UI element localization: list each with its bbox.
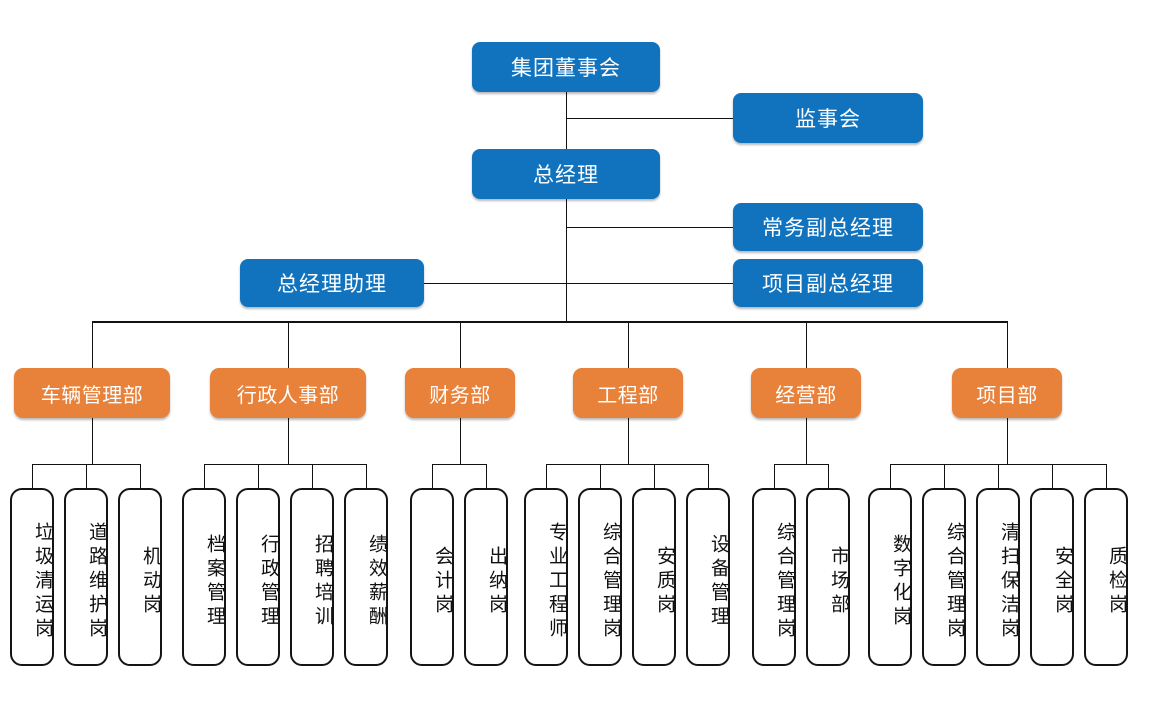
connector-engineering-subbus bbox=[546, 464, 708, 465]
node-position-vehicle-2[interactable]: 机动岗 bbox=[118, 488, 162, 666]
connector-gm-to-assistant bbox=[424, 283, 566, 284]
node-position-operations-1[interactable]: 市场部 bbox=[806, 488, 850, 666]
connector-bus-to-project bbox=[1007, 321, 1008, 368]
connector-project-leaf-3 bbox=[1052, 464, 1053, 488]
connector-bus-to-finance bbox=[460, 321, 461, 368]
node-department-engineering[interactable]: 工程部 bbox=[573, 368, 683, 418]
node-position-operations-0[interactable]: 综合管理岗 bbox=[752, 488, 796, 666]
connector-bus-to-admin-hr bbox=[288, 321, 289, 368]
connector-board-to-gm bbox=[566, 92, 567, 150]
node-department-project[interactable]: 项目部 bbox=[952, 368, 1062, 418]
node-position-admin-hr-2[interactable]: 招聘培训 bbox=[290, 488, 334, 666]
connector-operations-leaf-1 bbox=[828, 464, 829, 488]
connector-finance-down bbox=[460, 418, 461, 464]
connector-project-leaf-1 bbox=[944, 464, 945, 488]
connector-project-leaf-4 bbox=[1106, 464, 1107, 488]
node-board[interactable]: 集团董事会 bbox=[472, 42, 660, 92]
node-position-engineering-0[interactable]: 专业工程师 bbox=[524, 488, 568, 666]
connector-finance-leaf-1 bbox=[486, 464, 487, 488]
connector-gm-down bbox=[566, 199, 567, 321]
connector-project-leaf-2 bbox=[998, 464, 999, 488]
connector-finance-subbus bbox=[432, 464, 486, 465]
node-executive-deputy-manager[interactable]: 常务副总经理 bbox=[733, 203, 923, 251]
node-project-deputy-manager[interactable]: 项目副总经理 bbox=[733, 259, 923, 307]
connector-board-to-supervisory bbox=[566, 118, 733, 119]
node-department-vehicle[interactable]: 车辆管理部 bbox=[14, 368, 170, 418]
node-department-admin-hr[interactable]: 行政人事部 bbox=[210, 368, 366, 418]
node-position-project-4[interactable]: 质检岗 bbox=[1084, 488, 1128, 666]
connector-admin-hr-subbus bbox=[204, 464, 366, 465]
connector-finance-leaf-0 bbox=[432, 464, 433, 488]
node-position-vehicle-1[interactable]: 道路维护岗 bbox=[64, 488, 108, 666]
node-position-project-0[interactable]: 数字化岗 bbox=[868, 488, 912, 666]
connector-admin-hr-leaf-3 bbox=[366, 464, 367, 488]
node-gm-assistant[interactable]: 总经理助理 bbox=[240, 259, 424, 307]
connector-project-down bbox=[1007, 418, 1008, 464]
node-general-manager[interactable]: 总经理 bbox=[472, 149, 660, 199]
connector-operations-leaf-0 bbox=[774, 464, 775, 488]
node-position-admin-hr-3[interactable]: 绩效薪酬 bbox=[344, 488, 388, 666]
node-position-finance-1[interactable]: 出纳岗 bbox=[464, 488, 508, 666]
connector-engineering-leaf-0 bbox=[546, 464, 547, 488]
connector-operations-subbus bbox=[774, 464, 828, 465]
node-position-project-1[interactable]: 综合管理岗 bbox=[922, 488, 966, 666]
node-position-admin-hr-0[interactable]: 档案管理 bbox=[182, 488, 226, 666]
connector-bus-to-engineering bbox=[628, 321, 629, 368]
node-position-project-3[interactable]: 安全岗 bbox=[1030, 488, 1074, 666]
connector-admin-hr-leaf-1 bbox=[258, 464, 259, 488]
connector-bus-to-vehicle bbox=[92, 321, 93, 368]
node-supervisory-board[interactable]: 监事会 bbox=[733, 93, 923, 143]
node-position-admin-hr-1[interactable]: 行政管理 bbox=[236, 488, 280, 666]
node-position-vehicle-0[interactable]: 垃圾清运岗 bbox=[10, 488, 54, 666]
connector-vehicle-leaf-2 bbox=[140, 464, 141, 488]
connector-vehicle-leaf-1 bbox=[86, 464, 87, 488]
connector-admin-hr-leaf-0 bbox=[204, 464, 205, 488]
node-position-engineering-3[interactable]: 设备管理 bbox=[686, 488, 730, 666]
node-position-project-2[interactable]: 清扫保洁岗 bbox=[976, 488, 1020, 666]
connector-project-leaf-0 bbox=[890, 464, 891, 488]
connector-engineering-down bbox=[628, 418, 629, 464]
connector-engineering-leaf-1 bbox=[600, 464, 601, 488]
connector-vehicle-down bbox=[92, 418, 93, 464]
node-department-operations[interactable]: 经营部 bbox=[751, 368, 861, 418]
node-department-finance[interactable]: 财务部 bbox=[405, 368, 515, 418]
node-position-finance-0[interactable]: 会计岗 bbox=[410, 488, 454, 666]
connector-gm-to-exec-deputy bbox=[566, 227, 733, 228]
connector-operations-down bbox=[806, 418, 807, 464]
connector-engineering-leaf-2 bbox=[654, 464, 655, 488]
connector-department-bus bbox=[92, 321, 1008, 323]
connector-engineering-leaf-3 bbox=[708, 464, 709, 488]
connector-admin-hr-down bbox=[288, 418, 289, 464]
connector-gm-to-project-deputy bbox=[566, 283, 733, 284]
node-position-engineering-2[interactable]: 安质岗 bbox=[632, 488, 676, 666]
connector-vehicle-leaf-0 bbox=[32, 464, 33, 488]
connector-admin-hr-leaf-2 bbox=[312, 464, 313, 488]
connector-bus-to-operations bbox=[806, 321, 807, 368]
node-position-engineering-1[interactable]: 综合管理岗 bbox=[578, 488, 622, 666]
